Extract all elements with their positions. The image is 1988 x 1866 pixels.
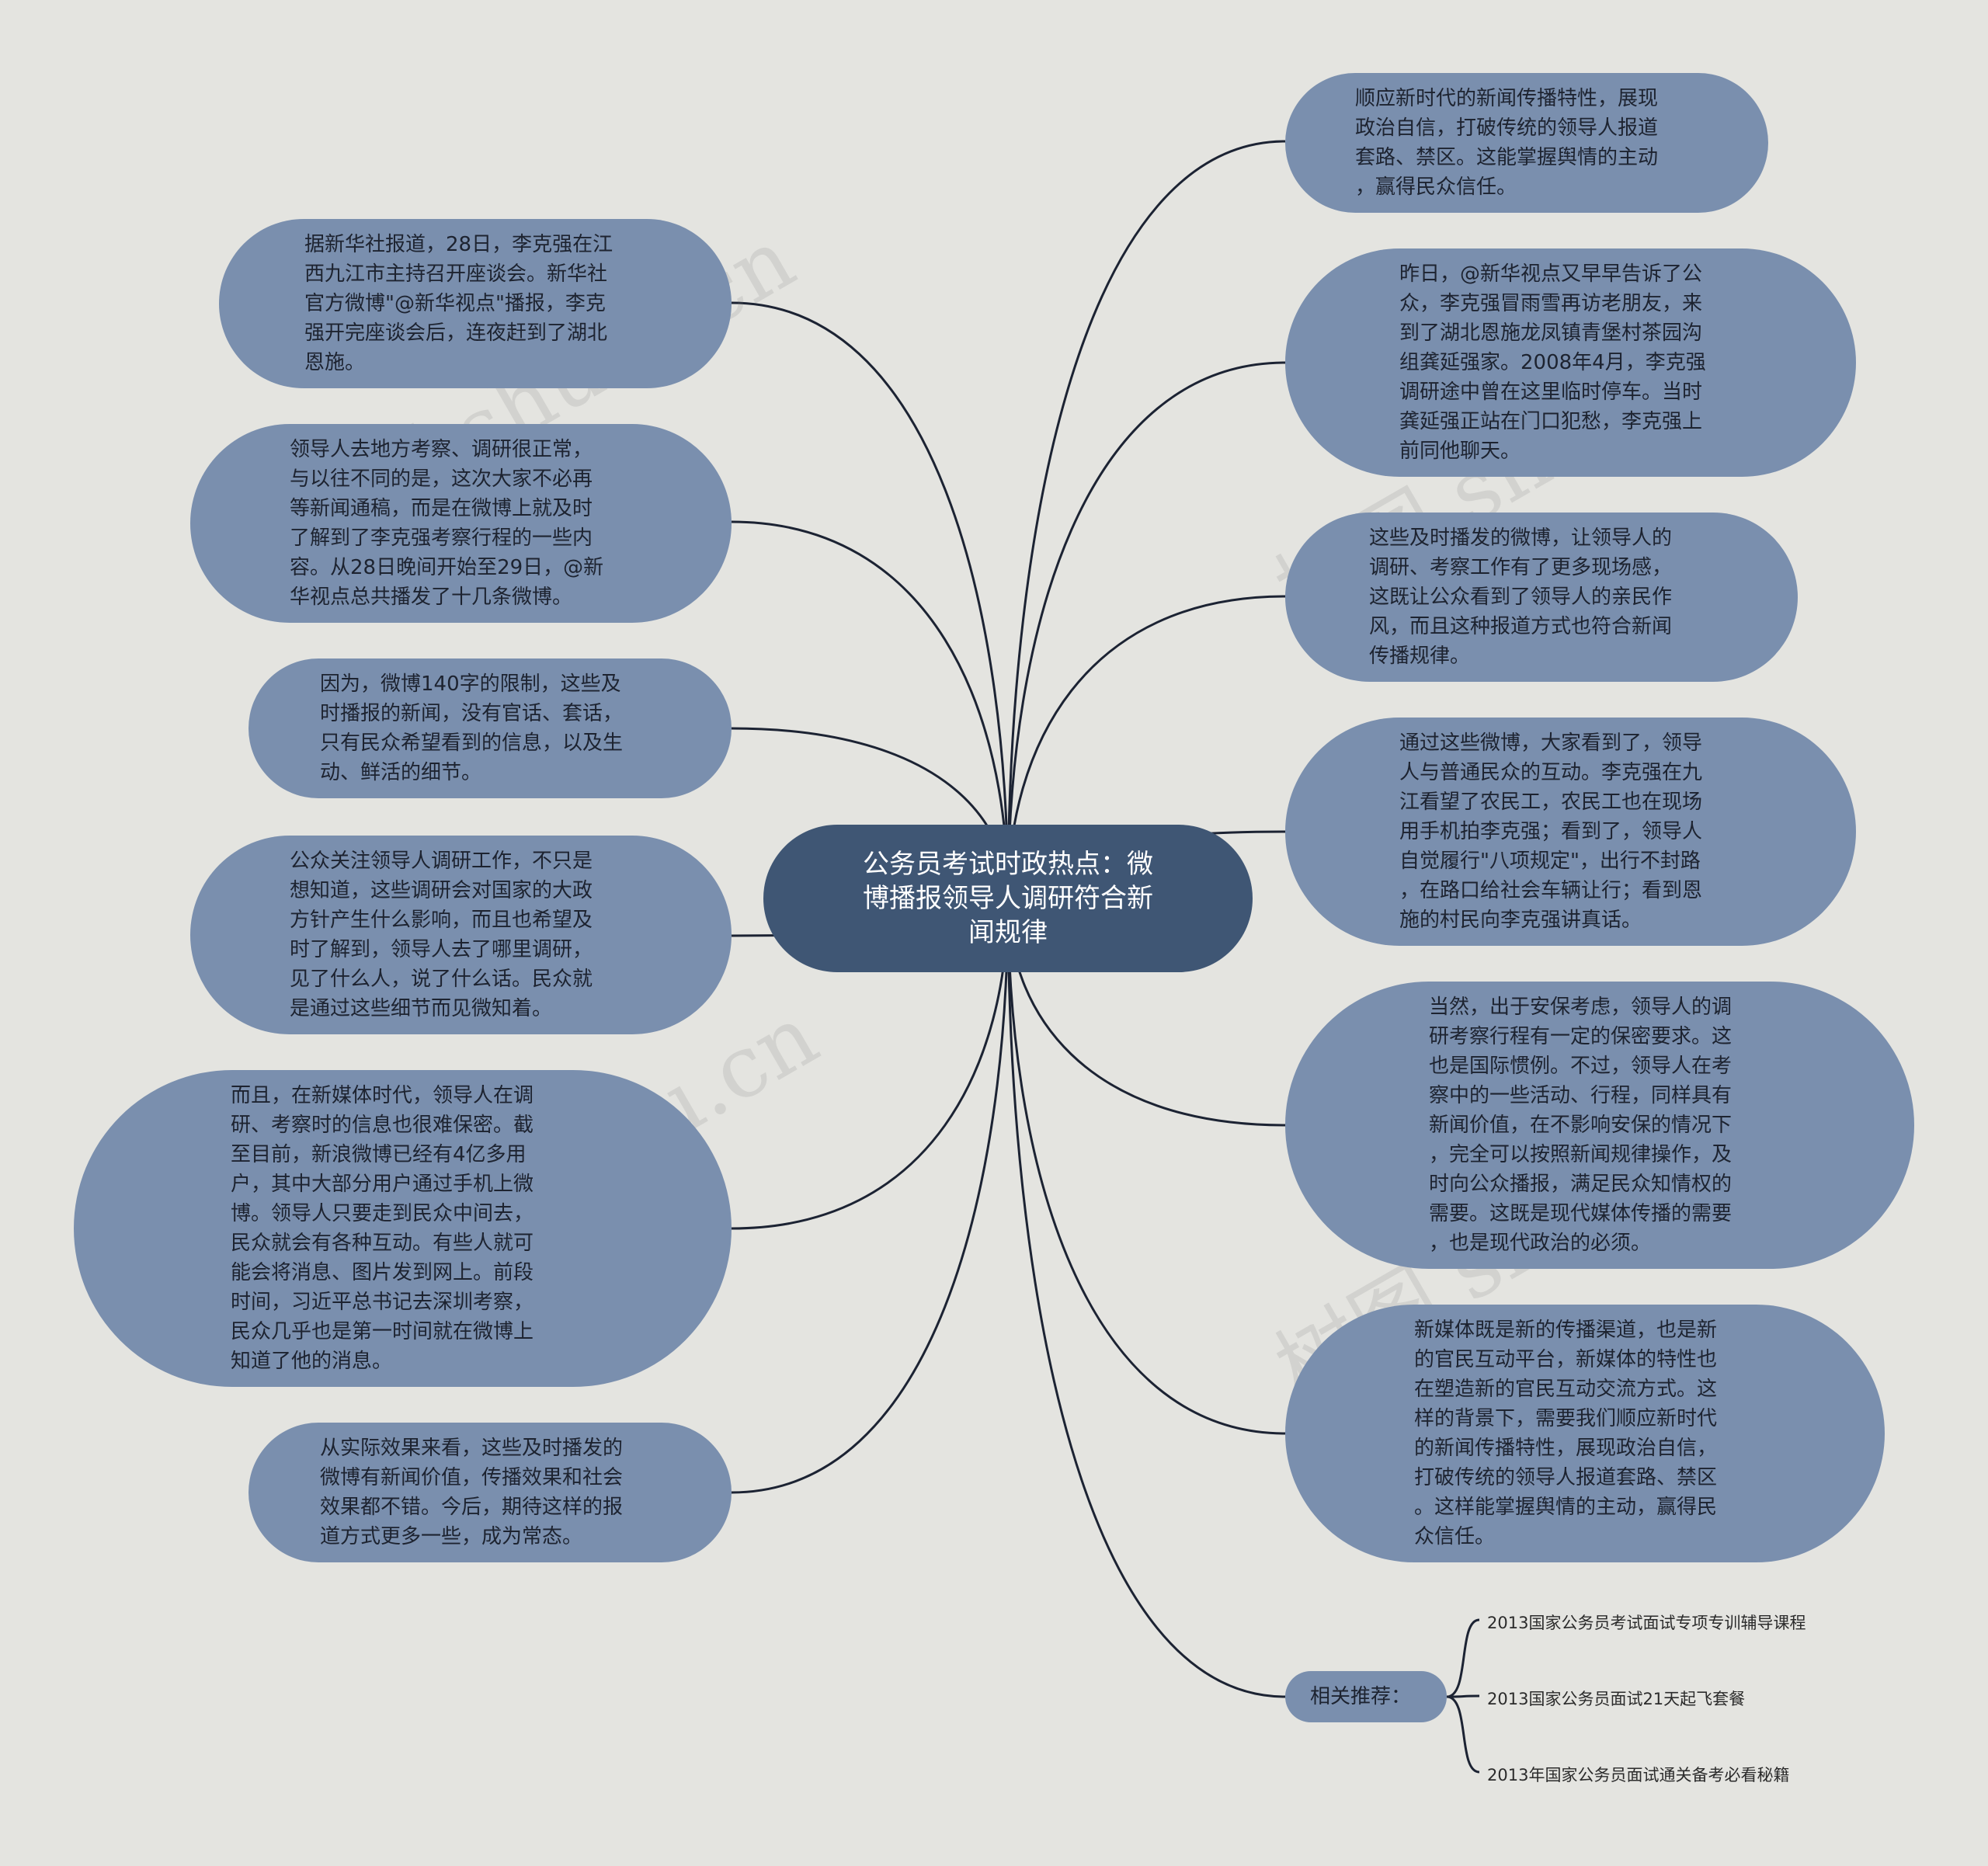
recommend-link[interactable]: 2013国家公务员考试面试专项专训辅导课程	[1487, 1611, 1806, 1634]
topic-text: 顺应新时代的新闻传播特性，展现 政治自信，打破传统的领导人报道 套路、禁区。这能…	[1355, 87, 1659, 199]
recommend-link-label: 2013年国家公务员面试通关备考必看秘籍	[1487, 1766, 1790, 1784]
connector-line	[731, 520, 1010, 899]
topic-node-left[interactable]: 因为，微博140字的限制，这些及 时播报的新闻，没有官话、套话， 只有民众希望看…	[248, 658, 732, 798]
topic-node-right[interactable]: 这些及时播发的微博，让领导人的 调研、考察工作有了更多现场感， 这既让公众看到了…	[1285, 513, 1798, 682]
connector-line	[1006, 898, 1286, 1435]
topic-text: 公众关注领导人调研工作，不只是 想知道，这些调研会对国家的大政 方针产生什么影响…	[290, 850, 593, 1020]
topic-node-left[interactable]: 而且，在新媒体时代，领导人在调 研、考察时的信息也很难保密。截 至目前，新浪微博…	[74, 1070, 732, 1387]
connector-line	[1446, 1694, 1480, 1698]
topic-node-right[interactable]: 当然，出于安保考虑，领导人的调 研考察行程有一定的保密要求。这 也是国际惯例。不…	[1285, 982, 1914, 1269]
topic-text: 当然，出于安保考虑，领导人的调 研考察行程有一定的保密要求。这 也是国际惯例。不…	[1429, 996, 1733, 1255]
topic-text: 从实际效果来看，这些及时播发的 微博有新闻价值，传播效果和社会 效果都不错。今后…	[320, 1437, 624, 1548]
recommend-link[interactable]: 2013年国家公务员面试通关备考必看秘籍	[1487, 1763, 1789, 1786]
topic-node-left[interactable]: 据新华社报道，28日，李克强在江 西九江市主持召开座谈会。新华社 官方微博"@新…	[219, 219, 732, 388]
topic-node-right[interactable]: 新媒体既是新的传播渠道，也是新 的官民互动平台，新媒体的特性也 在塑造新的官民互…	[1285, 1305, 1885, 1562]
recommend-link[interactable]: 2013国家公务员面试21天起飞套餐	[1487, 1687, 1745, 1710]
topic-text: 新媒体既是新的传播渠道，也是新 的官民互动平台，新媒体的特性也 在塑造新的官民互…	[1414, 1319, 1718, 1548]
topic-text: 因为，微博140字的限制，这些及 时播报的新闻，没有官话、套话， 只有民众希望看…	[320, 672, 624, 784]
related-recommend-node[interactable]: 相关推荐：	[1285, 1671, 1447, 1722]
topic-text: 这些及时播发的微博，让领导人的 调研、考察工作有了更多现场感， 这既让公众看到了…	[1369, 526, 1673, 668]
topic-node-left[interactable]: 从实际效果来看，这些及时播发的 微博有新闻价值，传播效果和社会 效果都不错。今后…	[248, 1423, 732, 1562]
recommend-link-label: 2013国家公务员考试面试专项专训辅导课程	[1487, 1614, 1806, 1632]
related-recommend-label: 相关推荐：	[1310, 1685, 1412, 1708]
connector-line	[1446, 1618, 1480, 1698]
topic-node-left[interactable]: 公众关注领导人调研工作，不只是 想知道，这些调研会对国家的大政 方针产生什么影响…	[190, 836, 732, 1034]
connector-line	[1006, 898, 1286, 1698]
topic-text: 而且，在新媒体时代，领导人在调 研、考察时的信息也很难保密。截 至目前，新浪微博…	[231, 1084, 534, 1373]
topic-node-left[interactable]: 领导人去地方考察、调研很正常， 与以往不同的是，这次大家不必再 等新闻通稿，而是…	[190, 424, 732, 623]
connector-line	[731, 898, 1010, 1494]
recommend-link-label: 2013国家公务员面试21天起飞套餐	[1487, 1690, 1746, 1708]
topic-text: 领导人去地方考察、调研很正常， 与以往不同的是，这次大家不必再 等新闻通稿，而是…	[290, 438, 604, 609]
central-topic[interactable]: 公务员考试时政热点：微 博播报领导人调研符合新 闻规律	[763, 825, 1253, 972]
connector-line	[1006, 140, 1286, 899]
connector-line	[731, 301, 1010, 899]
central-topic-label: 公务员考试时政热点：微 博播报领导人调研符合新 闻规律	[863, 849, 1153, 948]
topic-text: 通过这些微博，大家看到了，领导 人与普通民众的互动。李克强在九 江看望了农民工，…	[1399, 731, 1703, 932]
connector-line	[1006, 361, 1286, 899]
connector-line	[1446, 1695, 1480, 1774]
topic-text: 昨日，@新华视点又早早告诉了公 众，李克强冒雨雪再访老朋友，来 到了湖北恩施龙凤…	[1399, 262, 1706, 463]
topic-node-right[interactable]: 昨日，@新华视点又早早告诉了公 众，李克强冒雨雪再访老朋友，来 到了湖北恩施龙凤…	[1285, 248, 1856, 477]
topic-text: 据新华社报道，28日，李克强在江 西九江市主持召开座谈会。新华社 官方微博"@新…	[304, 233, 613, 374]
topic-node-right[interactable]: 顺应新时代的新闻传播特性，展现 政治自信，打破传统的领导人报道 套路、禁区。这能…	[1285, 73, 1768, 213]
topic-node-right[interactable]: 通过这些微博，大家看到了，领导 人与普通民众的互动。李克强在九 江看望了农民工，…	[1285, 718, 1856, 946]
